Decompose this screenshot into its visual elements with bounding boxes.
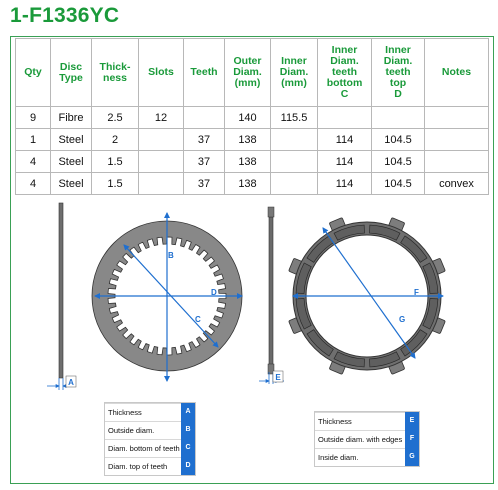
table-cell: 1.5 [91,172,139,195]
column-header-text: Thick- [99,60,131,73]
legend-label: Thickness [108,408,142,417]
legend-label: Diam. bottom of teeth [108,444,180,453]
legend-letter: E [409,417,415,424]
legend-row: Outside diam. with edges [315,430,405,448]
legend-row: Inside diam. [315,448,405,466]
label-c: C [195,315,201,324]
label-g: G [399,315,405,324]
legend-letter: B [185,426,191,433]
column-header-text: (mm) [234,77,261,89]
legend-row: Diam. top of teeth [105,457,181,475]
legend-label: Outside diam. [108,426,155,435]
table-cell: convex [424,172,489,195]
legend-letter: F [409,435,415,442]
legend-letter-bar [181,403,195,475]
column-header-text: Slots [148,66,174,78]
steel-plate-front-view: B C D [91,212,243,382]
column-header-text: Inner [385,44,411,56]
label-e: E [275,373,281,382]
legend-letter: D [185,462,191,469]
column-header-text: teeth [385,66,411,78]
label-a: A [68,378,74,387]
column-header-text: D [394,88,402,100]
steel-plate-legend: Thickness A Outside diam. B Diam. bottom of … [104,402,196,476]
part-number-title: 1-F1336YC [10,4,120,27]
friction-segment [295,262,312,294]
table-cell: Steel [50,172,92,195]
fibre-plate-side-view: E [259,206,284,384]
fibre-plate-front-view: F G [288,217,446,375]
column-header-text: Inner [331,44,358,56]
column-header-text: Type [59,71,83,84]
column-header: Qty [15,38,51,107]
column-header-text: (mm) [281,77,307,89]
column-header-text: Diam. [279,66,309,78]
legend-letter: A [185,408,191,415]
column-header-text: Inner [281,55,307,67]
legend-row: Diam. bottom of teeth [105,439,181,457]
table-cell: 12 [138,106,184,129]
legend-label: Diam. top of teeth [108,462,168,471]
column-header-text: top [389,77,407,89]
column-header-text: bottom [326,77,363,89]
table-cell: 37 [183,172,225,195]
friction-segment [422,298,439,330]
column-header-text: teeth [331,66,358,78]
table-cell: Steel [50,128,92,151]
legend-letter: C [185,444,191,451]
label-b: B [168,251,174,260]
column-header-text: Outer [233,55,262,67]
column-header-text: Disc [59,60,83,73]
table-cell: Steel [50,150,92,173]
fibre-plate-legend: Thickness E Outside diam. with edges F Insid… [314,411,420,467]
steel-plate-side-view: A [47,202,77,390]
table-cell: 115.5 [270,106,318,129]
legend-label: Inside diam. [318,453,359,462]
legend-row: Thickness [315,412,405,430]
column-header-text: Teeth [190,66,218,78]
column-header-text: Diam. [383,55,413,67]
table-cell: 140 [224,106,271,129]
table-cell: 104.5 [371,128,425,151]
legend-letter-bar [405,412,419,466]
legend-label: Outside diam. with edges [318,435,403,444]
column-header-text: ness [103,71,127,84]
column-header-text: Diam. [330,55,359,67]
legend-row: Thickness [105,403,181,421]
table-cell: 138 [224,172,271,195]
column-header-text: Notes [441,66,472,78]
table-cell: 114 [317,172,372,195]
content-frame [10,36,494,484]
table-cell: 114 [317,128,372,151]
legend-label: Thickness [318,417,352,426]
label-f: F [414,288,419,297]
column-header-text: Diam. [233,66,262,78]
label-d: D [211,288,217,297]
legend-row: Outside diam. [105,421,181,439]
column-header-text: Qty [24,66,42,78]
column-header-text: C [340,88,349,100]
legend-letter: G [409,453,415,460]
